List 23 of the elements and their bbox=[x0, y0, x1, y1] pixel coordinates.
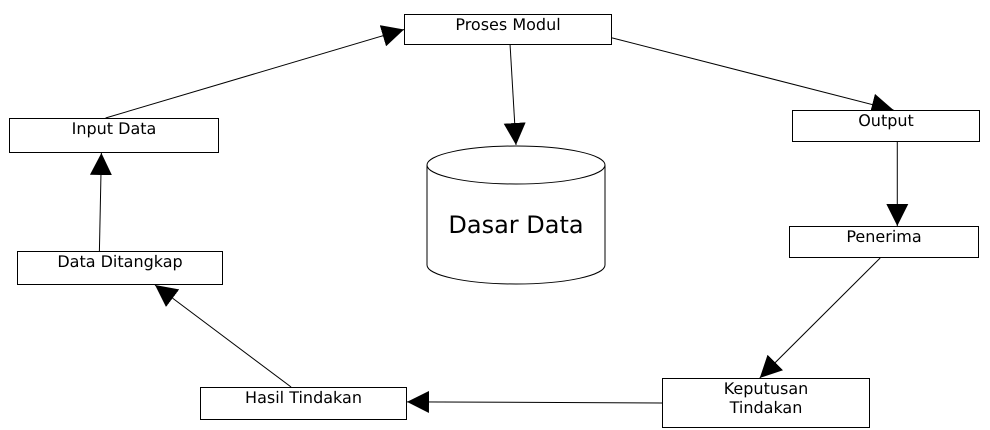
process-box bbox=[792, 110, 980, 142]
process-box bbox=[789, 226, 979, 258]
node-label: Dasar Data bbox=[448, 210, 584, 240]
process-box bbox=[404, 14, 612, 45]
node-label: Data Ditangkap bbox=[57, 252, 183, 272]
node-label: Penerima bbox=[846, 227, 922, 246]
node-label: Keputusan Tindakan bbox=[722, 379, 810, 418]
arrow bbox=[154, 284, 292, 388]
process-box bbox=[662, 378, 870, 428]
node-label: Input Data bbox=[72, 119, 156, 138]
arrow bbox=[759, 258, 881, 378]
arrow bbox=[504, 44, 526, 146]
process-box bbox=[9, 118, 219, 153]
process-box bbox=[200, 387, 407, 420]
arrow bbox=[406, 390, 662, 413]
arrow bbox=[90, 152, 112, 252]
node-label: Hasil Tindakan bbox=[245, 388, 362, 408]
arrow bbox=[886, 142, 908, 226]
database-cylinder bbox=[426, 145, 606, 285]
node-label: Output bbox=[858, 111, 914, 130]
process-box bbox=[17, 251, 223, 285]
node-label: Proses Modul bbox=[455, 15, 561, 34]
arrow bbox=[105, 25, 404, 118]
